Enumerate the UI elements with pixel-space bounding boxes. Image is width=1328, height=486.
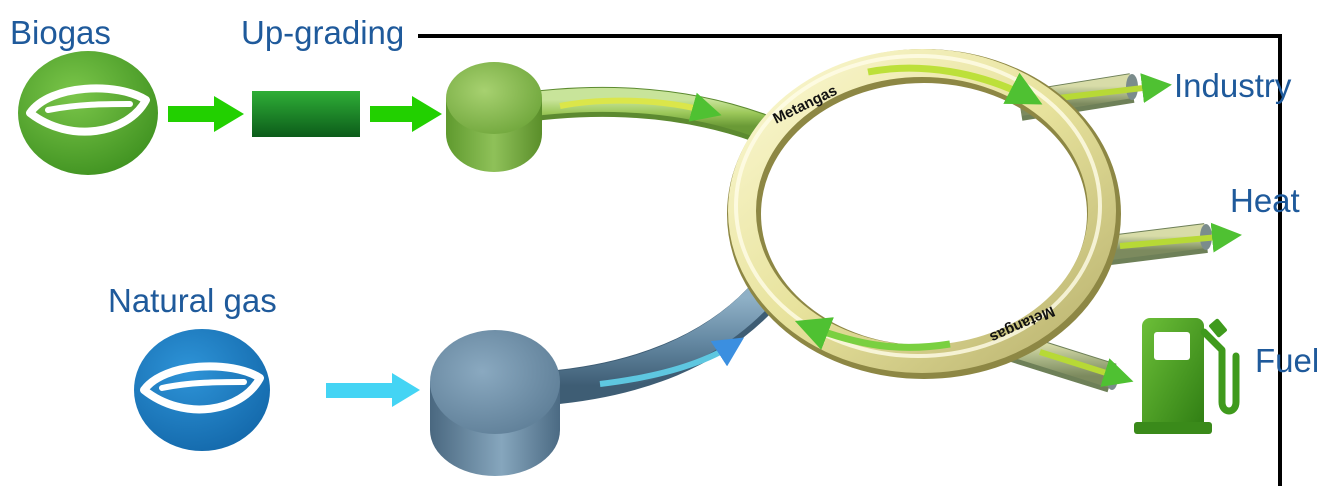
biogas-label: Biogas — [10, 14, 111, 51]
fuel-pump-icon — [1134, 318, 1240, 434]
upgrading-to-tank-arrow — [370, 96, 442, 132]
upgrading-label: Up-grading — [241, 14, 405, 51]
biogas-storage-tank — [446, 62, 542, 172]
heat-label: Heat — [1230, 182, 1300, 219]
natural-gas-storage-tank — [430, 330, 560, 476]
biogas-to-upgrading-arrow — [168, 96, 244, 132]
upgrading-unit-box — [252, 91, 360, 137]
natural-gas-label: Natural gas — [108, 282, 277, 319]
natural-gas-leaf-icon — [134, 329, 270, 451]
metangas-ring: Metangas Metangas — [727, 49, 1121, 379]
biogas-leaf-icon — [18, 51, 158, 175]
natural-gas-pipe — [531, 283, 777, 405]
natural-gas-to-tank-arrow — [326, 373, 420, 407]
industry-label: Industry — [1174, 67, 1292, 104]
diagram-frame — [418, 34, 1282, 486]
fuel-label: Fuel — [1255, 342, 1320, 379]
